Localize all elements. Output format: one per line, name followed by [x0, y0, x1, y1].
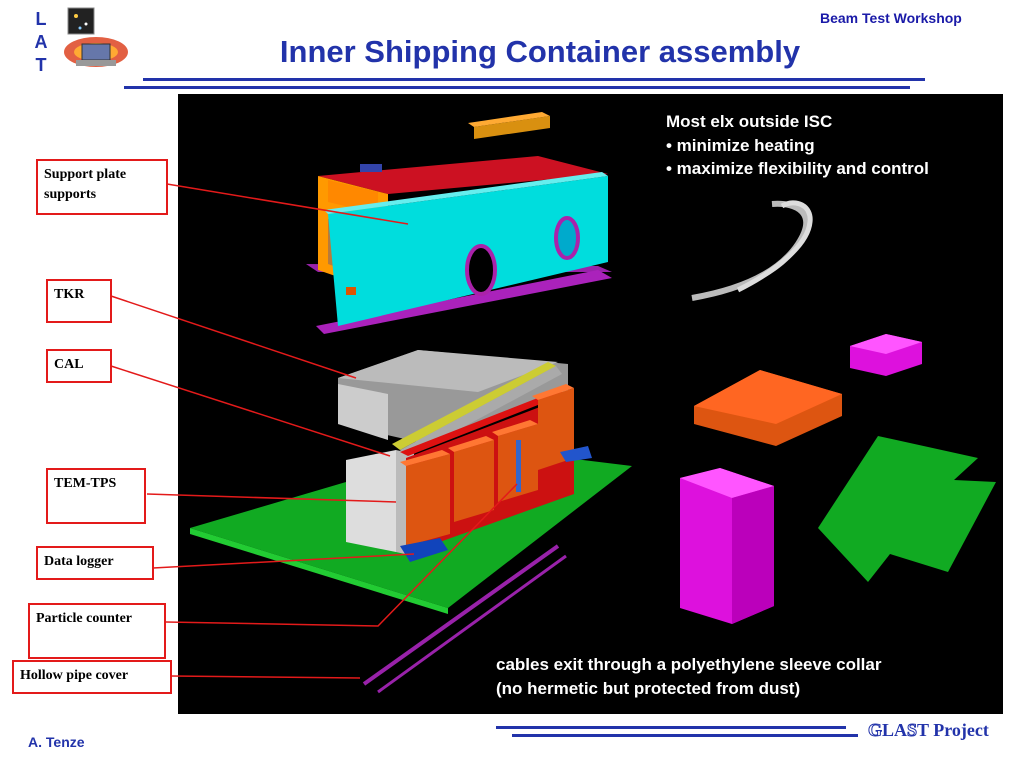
author-name: A. Tenze: [28, 734, 85, 750]
hollow-pipe-cover-label: Hollow pipe cover: [12, 660, 172, 694]
lat-logo-graphic: [64, 7, 128, 67]
header-rule-bottom: [124, 86, 910, 89]
glast-s: S: [907, 720, 918, 741]
cables-note-1: cables exit through a polyethylene sleev…: [496, 655, 882, 674]
tem-tps-label: TEM-TPS: [46, 468, 146, 524]
particle-counter-label: Particle counter: [28, 603, 166, 659]
header-rule-top: [143, 78, 925, 81]
page-title: Inner Shipping Container assembly: [279, 34, 801, 69]
assembly-illustration: [190, 112, 996, 694]
glast-project: GLAST Project: [867, 720, 989, 741]
logo-letter-a: A: [34, 32, 48, 52]
glast-rest: T Project: [917, 720, 989, 740]
tkr-label: TKR: [46, 279, 112, 323]
data-logger-label: Data logger: [36, 546, 154, 580]
assembly-scene: Most elx outside ISC • minimize heating …: [178, 94, 1003, 714]
support-plate-supports-label: Support plate supports: [36, 159, 168, 215]
note-line-1: Most elx outside ISC: [666, 112, 833, 131]
footer-rule-top: [496, 726, 846, 729]
glast-la: LA: [882, 720, 908, 740]
note-line-3: • maximize flexibility and control: [666, 159, 929, 178]
footer-rule-bottom: [512, 734, 858, 737]
cal-label: CAL: [46, 349, 112, 383]
logo-letter-t: T: [35, 55, 47, 75]
logo-letter-l: L: [35, 9, 47, 29]
workshop-name: Beam Test Workshop: [820, 10, 962, 26]
cables-note-2: (no hermetic but protected from dust): [496, 679, 801, 698]
note-line-2: • minimize heating: [666, 136, 815, 155]
glast-g: G: [867, 720, 883, 741]
